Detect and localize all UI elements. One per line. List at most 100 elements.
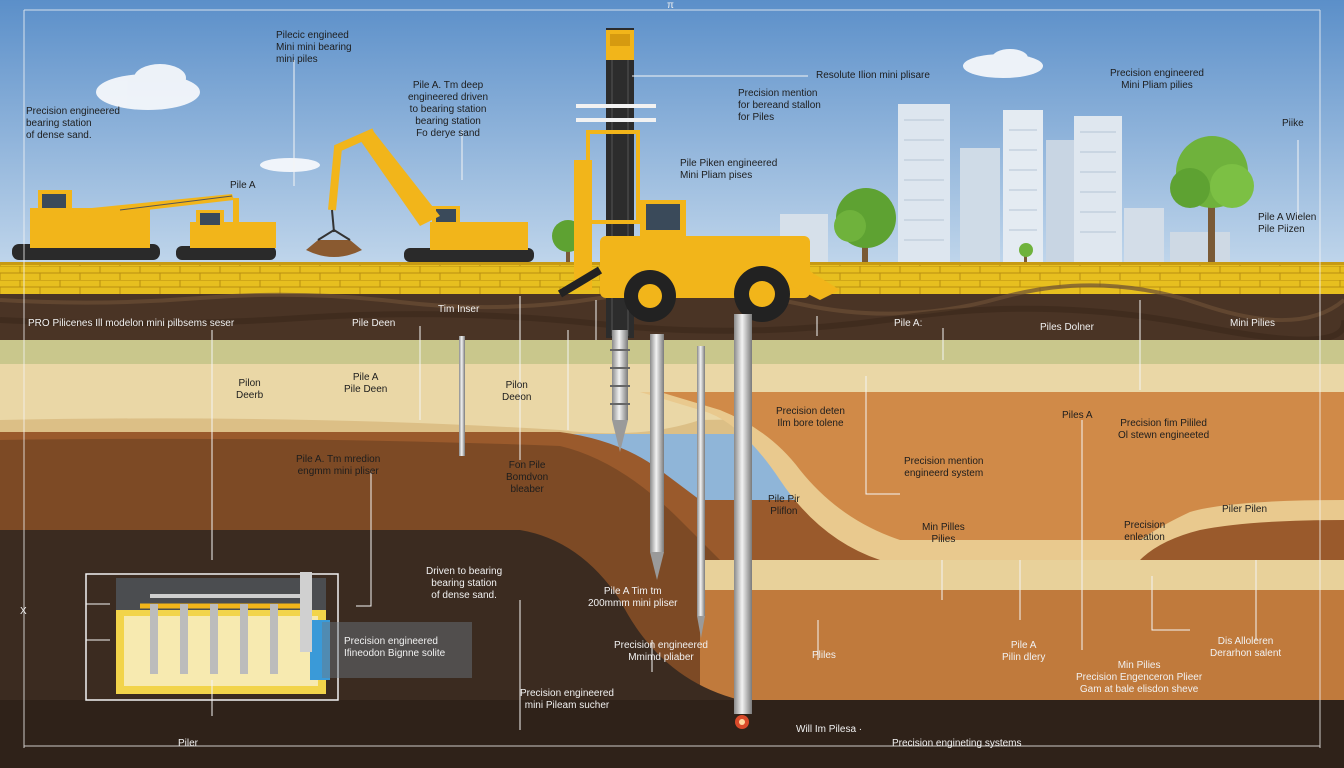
- pile-3: [697, 346, 705, 638]
- label-bottom-2: Will Im Pilesa ·: [796, 724, 863, 735]
- label-deep-7: Dis Alloleren Derarhon salent: [1210, 636, 1281, 660]
- label-ground-4: Pile A:: [894, 318, 923, 329]
- label-sky-left-2: Pilecic engineed Mini mini bearing mini …: [276, 30, 352, 66]
- label-ground-5: Piles Dolner: [1040, 322, 1094, 333]
- label-sky-mid-4: Pile Piken engineered Mini Pliam pises: [680, 158, 777, 182]
- label-sky-left-2-line: Pilecic engineed: [276, 30, 349, 41]
- label-deep-1-line: bearing station: [431, 578, 497, 589]
- label-sky-mid-2: Precision mention for bereand stallon fo…: [738, 88, 821, 124]
- label-clay-7: Piler Pilen: [1222, 504, 1268, 515]
- label-deep-5: Pile A Pilin dlery: [1002, 640, 1045, 664]
- label-sky-left-1-line: of dense sand.: [26, 130, 92, 141]
- label-sand-1-line: Pilon: [238, 378, 261, 389]
- label-clay-1: Pile A. Tm mredion engmm mini pliser: [296, 454, 380, 478]
- inset-foundation-box: [85, 572, 472, 701]
- label-clay-5: Min Pilles Pilies: [922, 522, 965, 546]
- label-clay-3-line: engineerd system: [904, 468, 984, 479]
- label-clay-4-line: Pile Pir: [768, 494, 800, 505]
- label-clay-6-line: enleation: [1124, 532, 1165, 543]
- label-inset-box-line: Ifineodon Bignne solite: [344, 648, 446, 659]
- top-marker: π: [667, 0, 674, 11]
- label-sky-mid-2-line: Precision mention: [738, 88, 818, 99]
- label-ground-3: Tim Inser: [438, 304, 480, 315]
- label-clay-1-line: engmm mini pliser: [297, 466, 379, 477]
- label-deep-1-line: Driven to bearing: [426, 566, 503, 577]
- label-deep-8: Precision engineered mini Pileam sucher: [520, 688, 614, 712]
- label-sky-mid-1-line: to bearing station: [409, 104, 487, 115]
- label-deep-8-line: Precision engineered: [520, 688, 614, 699]
- label-deep-8-line: mini Pileam sucher: [524, 700, 610, 711]
- city-skyline: [780, 104, 1230, 264]
- label-clay-6-line: Precision: [1124, 520, 1166, 531]
- label-sky-left-1-line: bearing station: [26, 118, 92, 129]
- label-sand-1-line: Deerb: [236, 390, 264, 401]
- annotation-lines: [23, 9, 1321, 748]
- label-sky-mid-1: Pile A. Tm deep engineered driven to bea…: [408, 80, 488, 140]
- side-marker: X: [20, 606, 27, 617]
- label-sky-right-1: Precision engineered Mini Pliam pilies: [1110, 68, 1204, 92]
- label-sky-mid-1-line: engineered driven: [408, 92, 489, 103]
- label-sand-6-line: Precision fim Pililed: [1120, 418, 1207, 429]
- label-sky-mid-3: Resolute Ilion mini plisare: [816, 70, 930, 81]
- label-inset-box: Precision engineered Ifineodon Bignne so…: [344, 636, 445, 660]
- label-deep-7-line: Dis Alloleren: [1217, 636, 1274, 647]
- label-sky-mid-1-line: Fo derye sand: [416, 128, 480, 139]
- label-clay-2: Fon Pile Bomdvon bleaber: [506, 460, 548, 496]
- label-deep-5-line: Pilin dlery: [1002, 652, 1046, 663]
- label-sand-2-line: Pile A: [352, 372, 379, 383]
- label-sky-left-3: Pile A: [230, 180, 256, 191]
- label-deep-4: Pliles: [812, 650, 836, 661]
- label-deep-1: Driven to bearing bearing station of den…: [426, 566, 502, 602]
- label-sky-right-3-line: Pile Piizen: [1258, 224, 1305, 235]
- label-clay-2-line: Bomdvon: [506, 472, 549, 483]
- label-inset-box-line: Precision engineered: [344, 636, 438, 647]
- label-deep-1-line: of dense sand.: [431, 590, 497, 601]
- label-sky-left-2-line: mini piles: [276, 54, 318, 65]
- label-ground-1: PRO Pilicenes Ill modelon mini pilbsems …: [28, 318, 235, 329]
- grass-band: [0, 340, 1344, 366]
- label-deep-3-line: Precision engineered: [614, 640, 708, 651]
- excavator-middle: [306, 128, 534, 262]
- crawler-crane-left: [12, 190, 234, 260]
- label-sky-right-3-line: Pile A Wielen: [1258, 212, 1317, 223]
- label-clay-4: Pile Pir Pliflon: [768, 494, 800, 518]
- label-sky-left-2-line: Mini mini bearing: [276, 42, 352, 53]
- label-clay-5-line: Min Pilles: [922, 522, 965, 533]
- label-sky-right-1-line: Mini Pliam pilies: [1121, 80, 1193, 91]
- label-sand-1: Pilon Deerb: [236, 378, 263, 402]
- mini-excavator: [176, 198, 276, 260]
- pile-drill-bit: [610, 330, 630, 452]
- label-deep-5-line: Pile A: [1010, 640, 1037, 651]
- label-sky-mid-2-line: for bereand stallon: [738, 100, 821, 111]
- label-deep-6-line: Min Pilies: [1117, 660, 1161, 671]
- tree-right: [1170, 136, 1254, 264]
- label-clay-1-line: Pile A. Tm mredion: [296, 454, 381, 465]
- label-deep-3: Precision engineered Mmimd pliaber: [614, 640, 708, 664]
- label-bottom-1: Piler: [178, 738, 199, 749]
- pile-2: [650, 334, 664, 580]
- label-sand-6-line: Ol stewn engineeted: [1118, 430, 1210, 441]
- label-deep-6-line: Precision Engenceron Plieer: [1076, 672, 1203, 683]
- label-deep-6-line: Gam at bale elisdon sheve: [1079, 684, 1199, 695]
- label-deep-2-line: 200mmm mini pliser: [588, 598, 678, 609]
- label-clay-5-line: Pilies: [931, 534, 956, 545]
- label-sky-right-2: Piike: [1282, 118, 1304, 129]
- label-ground-2: Pile Deen: [352, 318, 396, 329]
- label-sand-6: Precision fim Pililed Ol stewn engineete…: [1118, 418, 1209, 442]
- label-clay-4-line: Pliflon: [770, 506, 798, 517]
- label-sand-4-line: Ilm bore tolene: [777, 418, 844, 429]
- pile-thin-left: [459, 336, 465, 456]
- pile-main: [734, 314, 752, 729]
- drilling-rig: [557, 28, 840, 338]
- label-sand-4: Precision deten Ilm bore tolene: [776, 406, 845, 430]
- label-clay-3: Precision mention engineerd system: [904, 456, 983, 480]
- label-deep-6: Min Pilies Precision Engenceron Plieer G…: [1076, 660, 1202, 696]
- label-sand-4-line: Precision deten: [776, 406, 845, 417]
- label-clay-6: Precision enleation: [1124, 520, 1165, 544]
- label-sand-3-line: Pilon: [505, 380, 528, 391]
- label-clay-2-line: bleaber: [510, 484, 544, 495]
- label-sand-2: Pile A Pile Deen: [344, 372, 387, 396]
- label-bottom-3: Precision engineting systems: [892, 738, 1022, 749]
